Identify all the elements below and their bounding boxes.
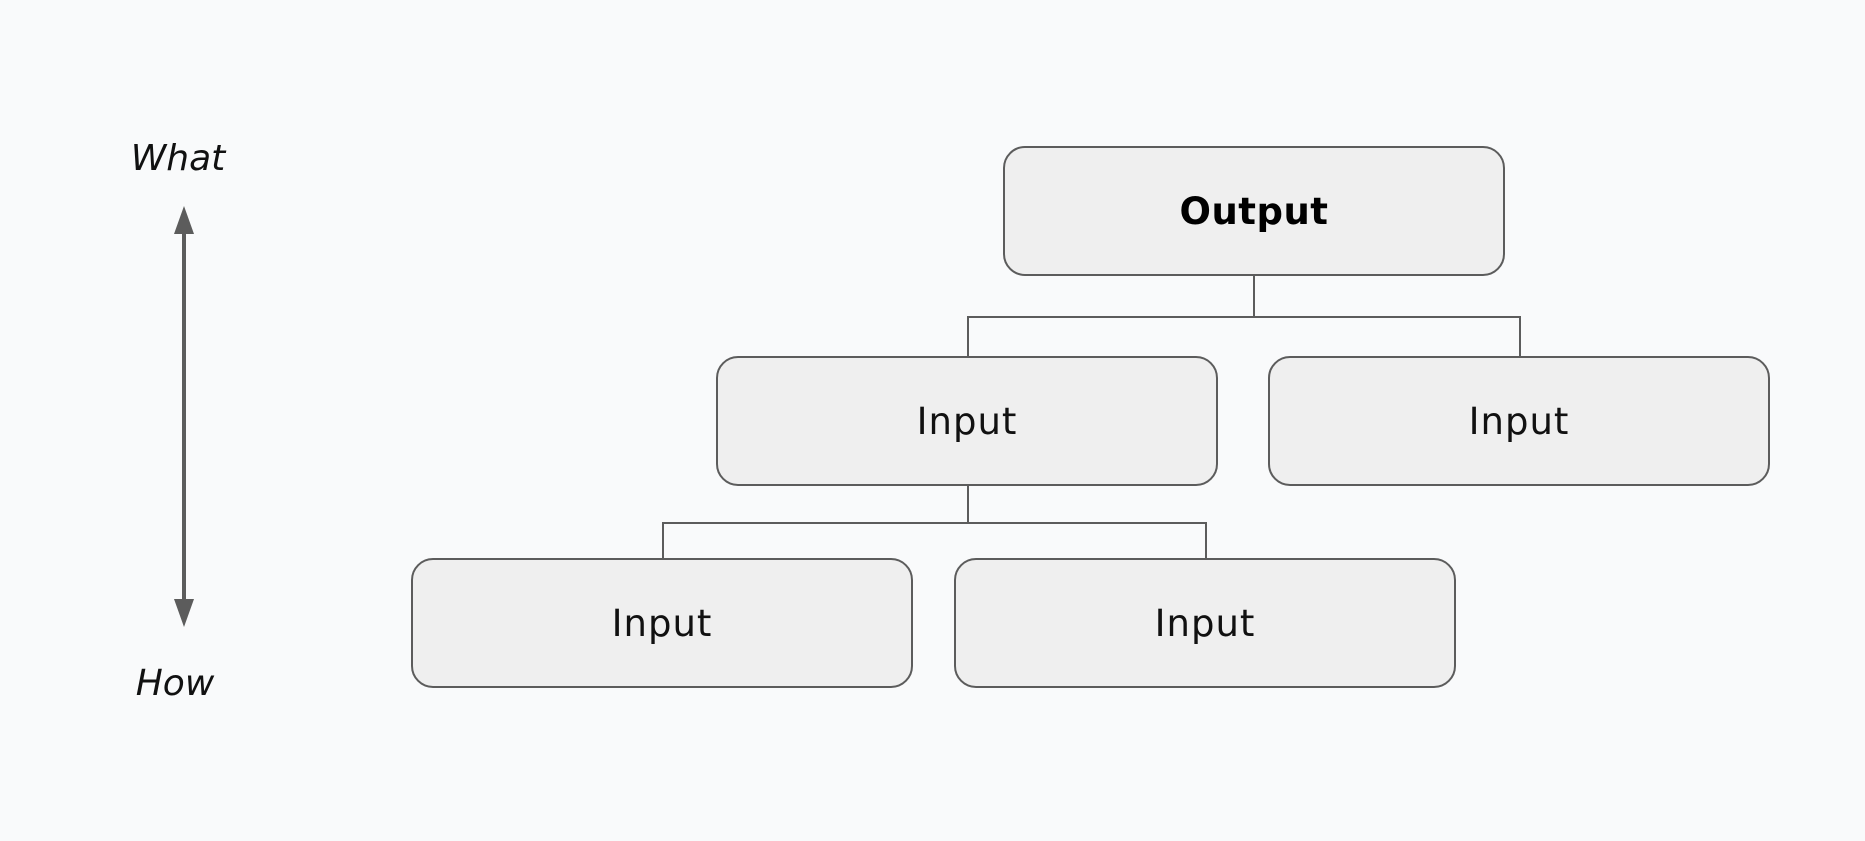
node-input-right: Input xyxy=(1268,356,1770,486)
connector-input-children xyxy=(662,522,1207,558)
axis-arrow-head-down xyxy=(174,599,194,627)
node-input-bottom-left: Input xyxy=(411,558,913,688)
axis-arrow-head-up xyxy=(174,206,194,234)
node-input-bottom-right: Input xyxy=(954,558,1456,688)
axis-label-what: What xyxy=(130,138,226,179)
node-input-left: Input xyxy=(716,356,1218,486)
node-output: Output xyxy=(1003,146,1505,276)
connector-output-children xyxy=(967,316,1521,356)
axis-label-how: How xyxy=(135,663,215,704)
